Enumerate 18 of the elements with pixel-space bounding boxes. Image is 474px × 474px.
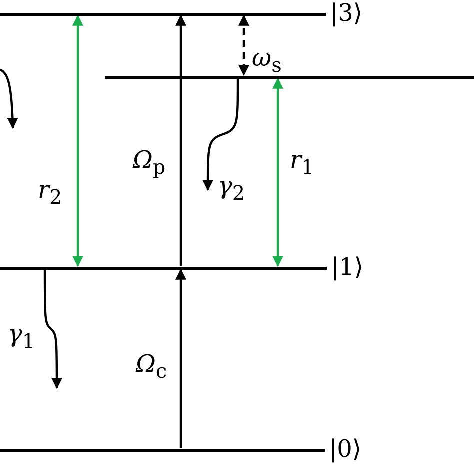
arrow [176,14,186,266]
edge-label: Ω$_{c}$ [136,350,168,385]
edge-label: Ω$_{p}$ [133,146,166,181]
arrow [202,79,240,192]
edge-label: ω$_{s}$ [252,44,282,79]
edge-label: γ$_{1}$ [8,320,36,355]
dashed-arrow [238,14,250,76]
edge-label: r$_{2}$ [38,176,62,211]
state-label: |0⟩ [329,436,362,462]
state-label: |3⟩ [330,0,363,26]
edge-label: r$_{1}$ [290,146,314,181]
energy-level-line [105,76,474,78]
arrow [176,268,186,448]
arrow [44,270,62,390]
arrow [72,14,84,268]
arrow [272,78,284,268]
state-label: |1⟩ [331,254,364,280]
edge-label: γ$_{2}$ [218,172,246,207]
